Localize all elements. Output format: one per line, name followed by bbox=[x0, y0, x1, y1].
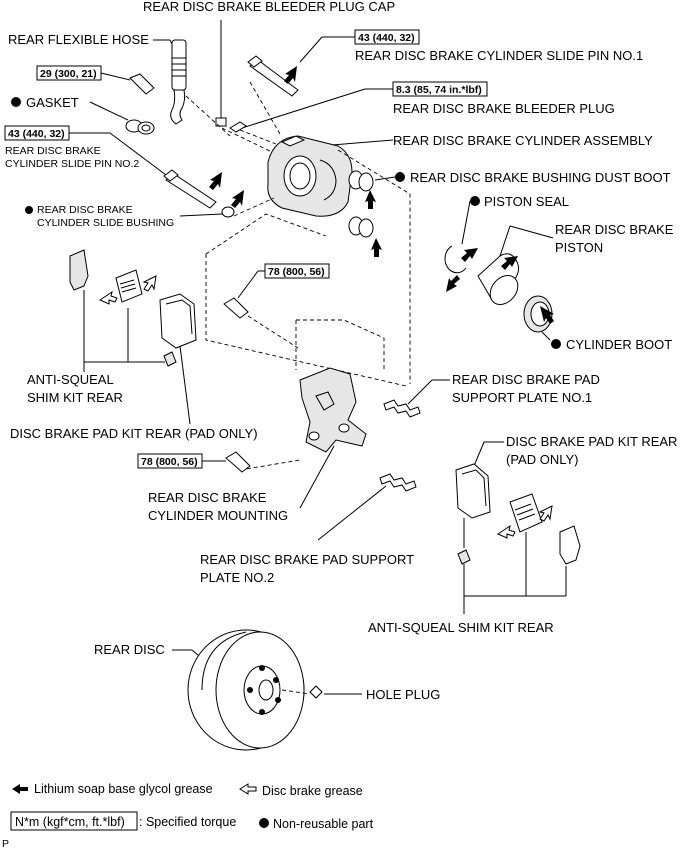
right-shim-outer-part bbox=[559, 525, 581, 565]
label-slide-bushing-line2: CYLINDER SLIDE BUSHING bbox=[37, 217, 174, 229]
label-cylinder-mounting-line2: CYLINDER MOUNTING bbox=[148, 508, 288, 523]
label-pad-kit-right-line2: (PAD ONLY) bbox=[506, 452, 578, 467]
legend-torque-desc: : Specified torque bbox=[139, 815, 236, 829]
non-reusable-dot-dust-boot bbox=[395, 172, 405, 182]
right-shim-inner-part bbox=[509, 493, 543, 533]
non-reusable-dot-slide-bushing bbox=[25, 206, 33, 214]
label-support-plate-1-line2: SUPPORT PLATE NO.1 bbox=[452, 390, 592, 405]
label-cylinder-assembly: REAR DISC BRAKE CYLINDER ASSEMBLY bbox=[393, 133, 653, 148]
non-reusable-dot-gasket bbox=[11, 97, 21, 107]
assembly-dashes-upper bbox=[185, 81, 411, 387]
torque-union-bolt: 29 (300, 21) bbox=[40, 68, 97, 80]
cylinder-mounting-part bbox=[299, 367, 367, 453]
non-reusable-dot-cylinder-boot bbox=[551, 339, 561, 349]
left-pad-part bbox=[159, 293, 197, 349]
rear-disc-part bbox=[187, 629, 305, 751]
disc-grease-arrow-right-1 bbox=[496, 524, 516, 539]
support-plate-1-part bbox=[383, 399, 421, 418]
bleeder-plug-part bbox=[229, 121, 247, 133]
legend-disc-grease: Disc brake grease bbox=[262, 784, 363, 798]
grease-arrow-cylinder-boot bbox=[540, 306, 554, 324]
torque-mounting-bolt-upper: 78 (800, 56) bbox=[268, 266, 325, 278]
label-shim-kit-right: ANTI-SQUEAL SHIM KIT REAR bbox=[368, 620, 554, 635]
grease-arrow-dust-boot-upper bbox=[365, 190, 376, 209]
grease-arrow-piston bbox=[501, 256, 518, 270]
right-pad-wear-indicator bbox=[457, 549, 471, 565]
label-support-plate-2-line1: REAR DISC BRAKE PAD SUPPORT bbox=[200, 552, 414, 567]
label-rear-disc: REAR DISC bbox=[94, 642, 165, 657]
grease-arrow-dust-boot-lower bbox=[371, 238, 382, 257]
grease-arrow-slide-pin-2 bbox=[209, 172, 222, 190]
label-bushing-dust-boot: REAR DISC BRAKE BUSHING DUST BOOT bbox=[410, 170, 671, 185]
grease-arrow-slide-pin-1 bbox=[284, 66, 297, 84]
grease-arrow-piston-seal-upper bbox=[461, 248, 478, 262]
legend-non-reusable: Non-reusable part bbox=[273, 817, 374, 831]
legend-lithium-arrow-icon bbox=[12, 784, 28, 794]
label-shim-kit-left-line2: SHIM KIT REAR bbox=[27, 390, 123, 405]
label-support-plate-1-line1: REAR DISC BRAKE PAD bbox=[452, 372, 600, 387]
label-flexible-hose: REAR FLEXIBLE HOSE bbox=[8, 32, 149, 47]
torque-slide-pin-2: 43 (440, 32) bbox=[8, 128, 65, 140]
label-pad-kit-right-line1: DISC BRAKE PAD KIT REAR bbox=[506, 434, 677, 449]
label-cylinder-mounting-line1: REAR DISC BRAKE bbox=[148, 490, 267, 505]
union-bolt-part bbox=[129, 73, 155, 95]
torque-slide-pin-1: 43 (440, 32) bbox=[358, 32, 415, 44]
label-shim-kit-left-line1: ANTI-SQUEAL bbox=[27, 372, 114, 387]
slide-bushing-part bbox=[221, 206, 235, 218]
torque-mounting-bolt-lower: 78 (800, 56) bbox=[141, 456, 198, 468]
legend-non-reusable-dot-icon bbox=[259, 818, 269, 828]
bleeder-plug-cap-part bbox=[215, 117, 227, 127]
left-pad-wear-indicator bbox=[163, 351, 177, 367]
gasket-part bbox=[125, 119, 155, 135]
grease-arrow-piston-seal-lower bbox=[446, 275, 460, 292]
cylinder-assembly-part bbox=[267, 135, 353, 217]
piston-seal-part bbox=[444, 245, 467, 274]
legend-lithium-grease: Lithium soap base glycol grease bbox=[34, 782, 213, 796]
label-bleeder-plug: REAR DISC BRAKE BLEEDER PLUG bbox=[393, 101, 615, 116]
bushing-dust-boot-part bbox=[348, 170, 374, 238]
disc-grease-arrow-left-1 bbox=[98, 290, 118, 305]
label-slide-pin-2-line1: REAR DISC BRAKE bbox=[5, 145, 101, 157]
support-plate-2-part bbox=[379, 473, 417, 492]
flexible-hose-part bbox=[170, 39, 187, 125]
label-piston-line1: REAR DISC BRAKE bbox=[555, 222, 674, 237]
disc-grease-arrow-right-2 bbox=[538, 505, 553, 522]
label-bleeder-plug-cap: REAR DISC BRAKE BLEEDER PLUG CAP bbox=[143, 0, 395, 14]
label-support-plate-2-line2: PLATE NO.2 bbox=[200, 570, 274, 585]
non-reusable-dot-piston-seal bbox=[470, 196, 480, 206]
legend-disc-grease-arrow-icon bbox=[239, 783, 257, 795]
label-slide-pin-2-line2: CYLINDER SLIDE PIN NO.2 bbox=[5, 158, 139, 170]
piston-part bbox=[477, 253, 520, 305]
label-gasket: GASKET bbox=[26, 95, 79, 110]
corner-mark: P bbox=[2, 838, 9, 850]
grease-arrow-slide-bushing bbox=[231, 190, 244, 208]
label-slide-pin-1: REAR DISC BRAKE CYLINDER SLIDE PIN NO.1 bbox=[355, 48, 643, 63]
left-shim-outer-part bbox=[69, 249, 89, 291]
right-pad-part bbox=[455, 463, 491, 519]
label-cylinder-boot: CYLINDER BOOT bbox=[566, 337, 672, 352]
mounting-bolt-upper-part bbox=[223, 297, 249, 319]
assembly-dashes-middle bbox=[239, 319, 385, 471]
slide-pin-1-part bbox=[247, 55, 299, 97]
label-pad-kit-left: DISC BRAKE PAD KIT REAR (PAD ONLY) bbox=[10, 426, 258, 441]
hole-plug-part bbox=[309, 685, 323, 699]
mounting-bolt-lower-part bbox=[225, 451, 251, 473]
label-piston-line2: PISTON bbox=[555, 240, 603, 255]
slide-pin-2-part bbox=[163, 169, 217, 209]
left-shim-inner-part bbox=[115, 269, 143, 303]
torque-bleeder-plug: 8.3 (85, 74 in.*lbf) bbox=[396, 84, 482, 96]
label-piston-seal: PISTON SEAL bbox=[484, 194, 569, 209]
legend-torque-box-text: N*m (kgf*cm, ft.*lbf) bbox=[15, 815, 125, 829]
disc-grease-arrow-left-2 bbox=[142, 275, 157, 292]
label-slide-bushing-line1: REAR DISC BRAKE bbox=[37, 204, 133, 216]
legend-torque-box bbox=[10, 811, 138, 831]
label-hole-plug: HOLE PLUG bbox=[366, 687, 440, 702]
